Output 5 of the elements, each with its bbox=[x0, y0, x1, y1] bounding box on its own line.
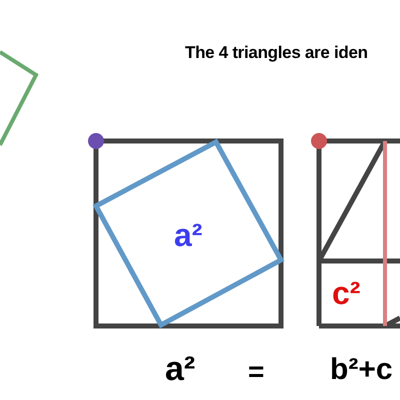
title: The 4 triangles are iden bbox=[185, 44, 368, 61]
equation-term: = bbox=[248, 358, 264, 386]
equation-term: a² bbox=[165, 352, 196, 386]
area-label: c² bbox=[332, 277, 360, 309]
equation-term: b²+c bbox=[330, 355, 393, 385]
